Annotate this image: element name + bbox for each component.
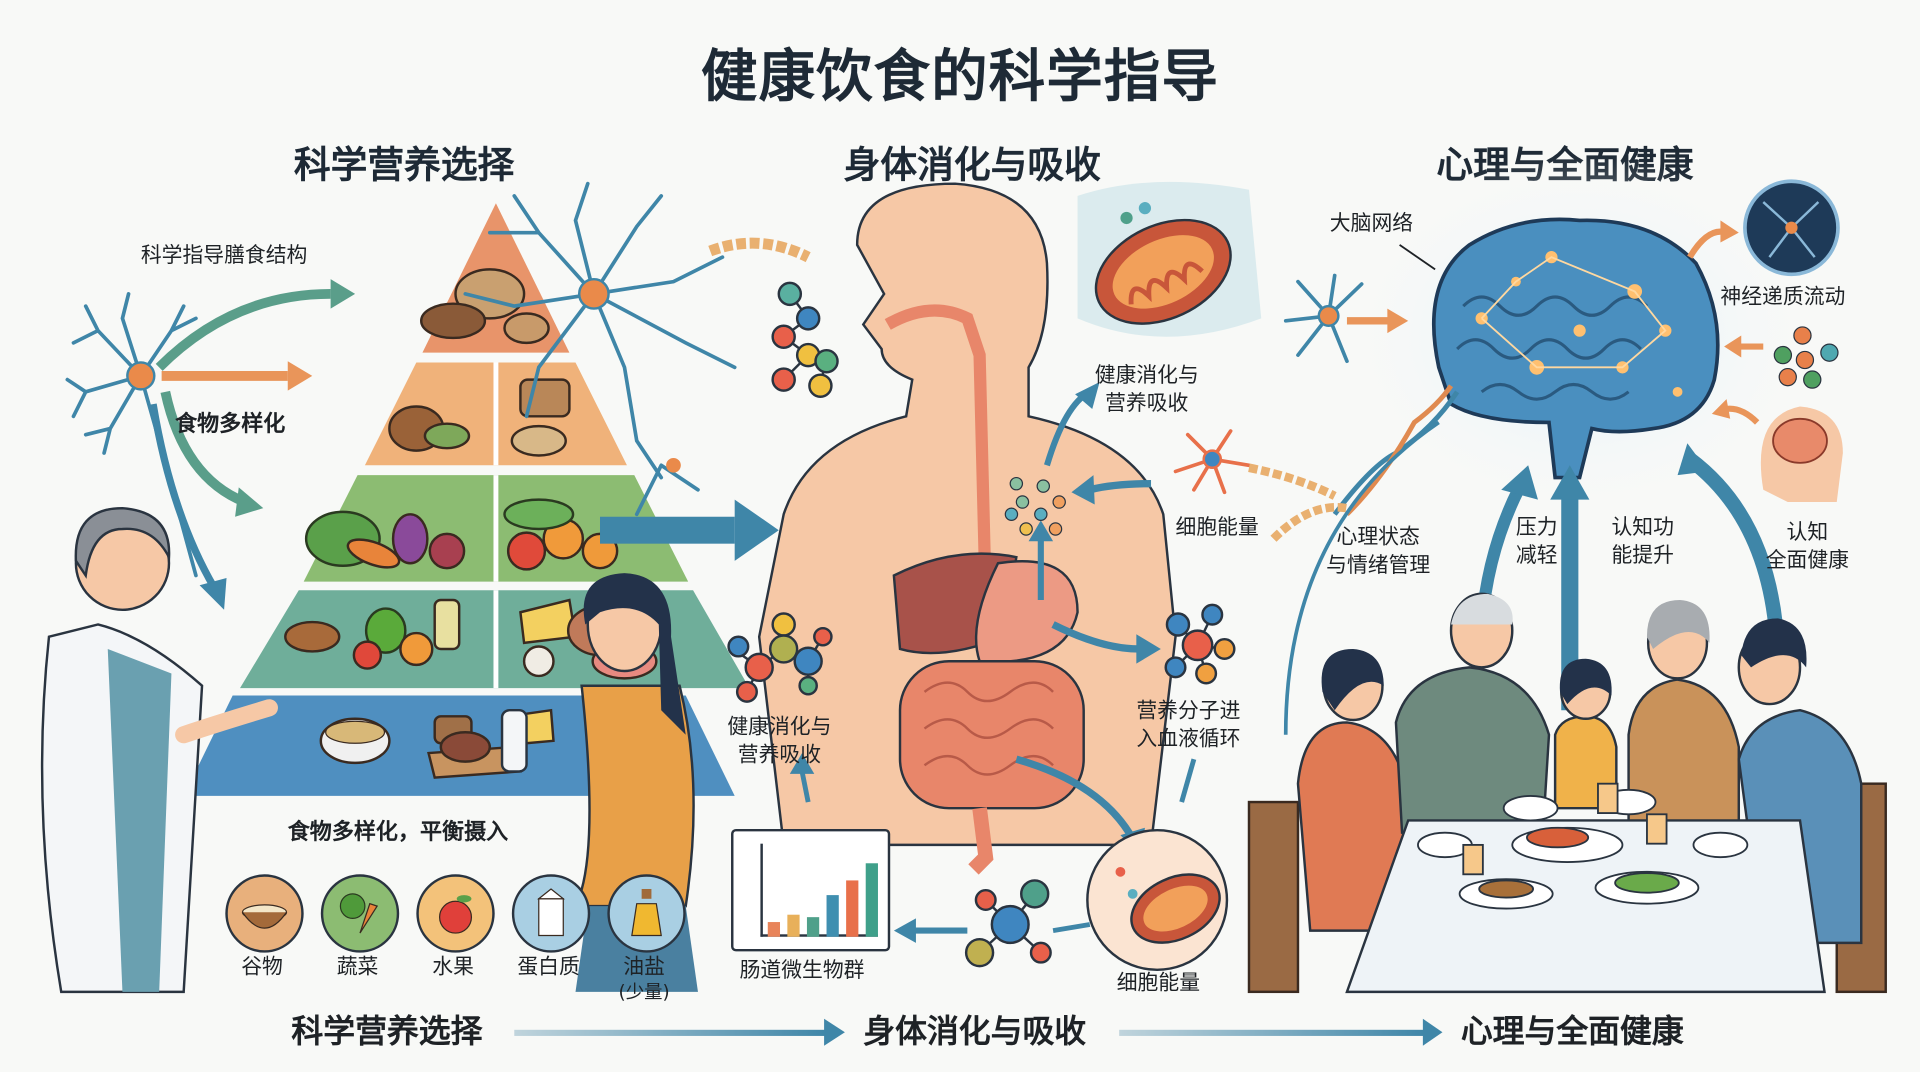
page-title: 健康饮食的科学指导 <box>701 42 1219 109</box>
section-title-nutrition: 科学营养选择 <box>293 144 515 188</box>
milk-carton-icon <box>511 874 591 953</box>
apple-icon <box>416 874 495 953</box>
food-group-label-grain: 谷物 <box>241 955 283 980</box>
label-cognitive-boost: 认知功 能提升 <box>1611 515 1674 569</box>
footer-step-digestion: 身体消化与吸收 <box>863 1013 1087 1051</box>
food-group-label-fruit: 水果 <box>432 955 474 980</box>
label-dietary-structure: 科学指导膳食结构 <box>140 243 308 269</box>
footer-step-mental-health: 心理与全面健康 <box>1460 1013 1684 1051</box>
oil-bottle-icon <box>607 874 686 953</box>
label-digestion-absorption-left: 健康消化与 营养吸收 <box>727 715 832 768</box>
label-brain-network: 大脑网络 <box>1329 211 1414 237</box>
label-neurotransmitter-flow: 神经递质流动 <box>1720 285 1846 310</box>
label-cell-energy-top: 细胞能量 <box>1175 515 1259 541</box>
label-food-diversity: 食物多样化 <box>175 411 286 438</box>
label-stress-relief: 压力 减轻 <box>1515 515 1558 569</box>
label-digestion-absorption-top: 健康消化与 营养吸收 <box>1094 363 1199 417</box>
microbiome-bar <box>767 922 781 937</box>
label-nutrients-bloodstream: 营养分子进 入血液循环 <box>1136 699 1241 752</box>
microbiome-chart <box>731 828 891 952</box>
microbiome-bar <box>806 917 820 937</box>
microbiome-bar <box>787 914 800 937</box>
caption-balanced-intake: 食物多样化，平衡摄入 <box>287 819 509 845</box>
microbiome-bar <box>846 880 859 937</box>
label-gut-microbiome: 肠道微生物群 <box>739 958 865 984</box>
label-cell-energy-bottom: 细胞能量 <box>1116 971 1201 996</box>
microbiome-bar <box>865 863 878 937</box>
label-overall-health: 认知 全面健康 <box>1765 520 1849 573</box>
section-title-digestion: 身体消化与吸收 <box>843 144 1101 188</box>
label-mental-emotional: 心理状态 与情绪管理 <box>1326 525 1431 578</box>
footer-step-nutrition: 科学营养选择 <box>291 1013 483 1051</box>
microbiome-bar <box>826 895 839 937</box>
food-group-label-vegetable: 蔬菜 <box>336 955 379 980</box>
rice-bowl-icon <box>225 874 304 953</box>
vegetable-icon <box>320 874 400 953</box>
food-group-label-oil-salt: 油盐 (少量) <box>618 955 670 1004</box>
food-group-label-protein: 蛋白质 <box>517 955 580 980</box>
